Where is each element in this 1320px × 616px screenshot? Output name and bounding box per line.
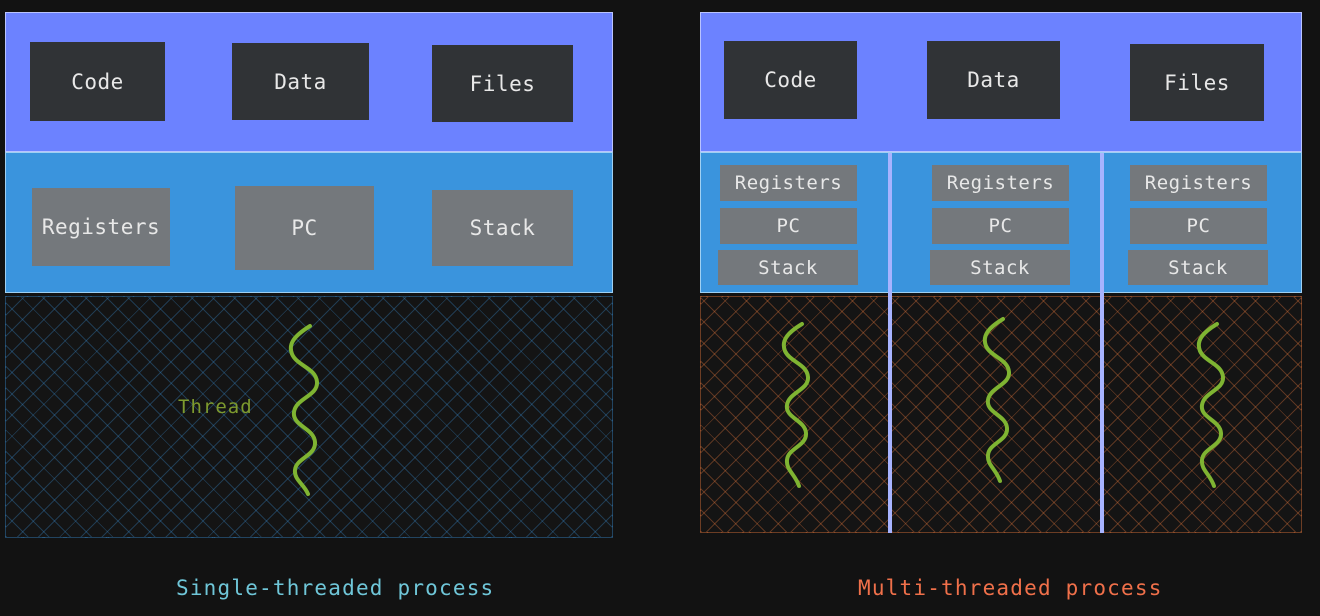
multi-threaded-process-caption: Multi-threaded process [858, 576, 1163, 600]
multi-thread-2-box-stack[interactable]: Stack [930, 250, 1070, 285]
multi-thread-2-box-pc[interactable]: PC [932, 208, 1069, 244]
single-thread-box-registers[interactable]: Registers [32, 188, 170, 266]
single-thread-box-stack[interactable]: Stack [432, 190, 573, 266]
multi-thread-3-box-stack[interactable]: Stack [1128, 250, 1268, 285]
multi-shared-box-files[interactable]: Files [1130, 44, 1264, 121]
multi-thread-1-box-stack[interactable]: Stack [718, 250, 858, 285]
multi-shared-box-data[interactable]: Data [927, 41, 1060, 119]
thread-divider-2 [1100, 153, 1104, 533]
single-shared-box-files[interactable]: Files [432, 45, 573, 122]
thread-divider-1 [888, 153, 892, 533]
single-thread-box-pc[interactable]: PC [235, 186, 374, 270]
multi-thread-1-box-pc[interactable]: PC [720, 208, 857, 244]
thread-annotation-label: Thread [178, 396, 253, 418]
multi-thread-2-box-registers[interactable]: Registers [932, 165, 1069, 201]
multi-shared-box-code[interactable]: Code [724, 41, 857, 119]
single-thread-region [5, 296, 613, 538]
single-shared-box-data[interactable]: Data [232, 43, 369, 120]
multi-thread-3-box-registers[interactable]: Registers [1130, 165, 1267, 201]
multi-thread-3-box-pc[interactable]: PC [1130, 208, 1267, 244]
single-shared-box-code[interactable]: Code [30, 42, 165, 121]
single-threaded-process-caption: Single-threaded process [176, 576, 495, 600]
multi-thread-region [700, 296, 1302, 533]
multi-thread-1-box-registers[interactable]: Registers [720, 165, 857, 201]
